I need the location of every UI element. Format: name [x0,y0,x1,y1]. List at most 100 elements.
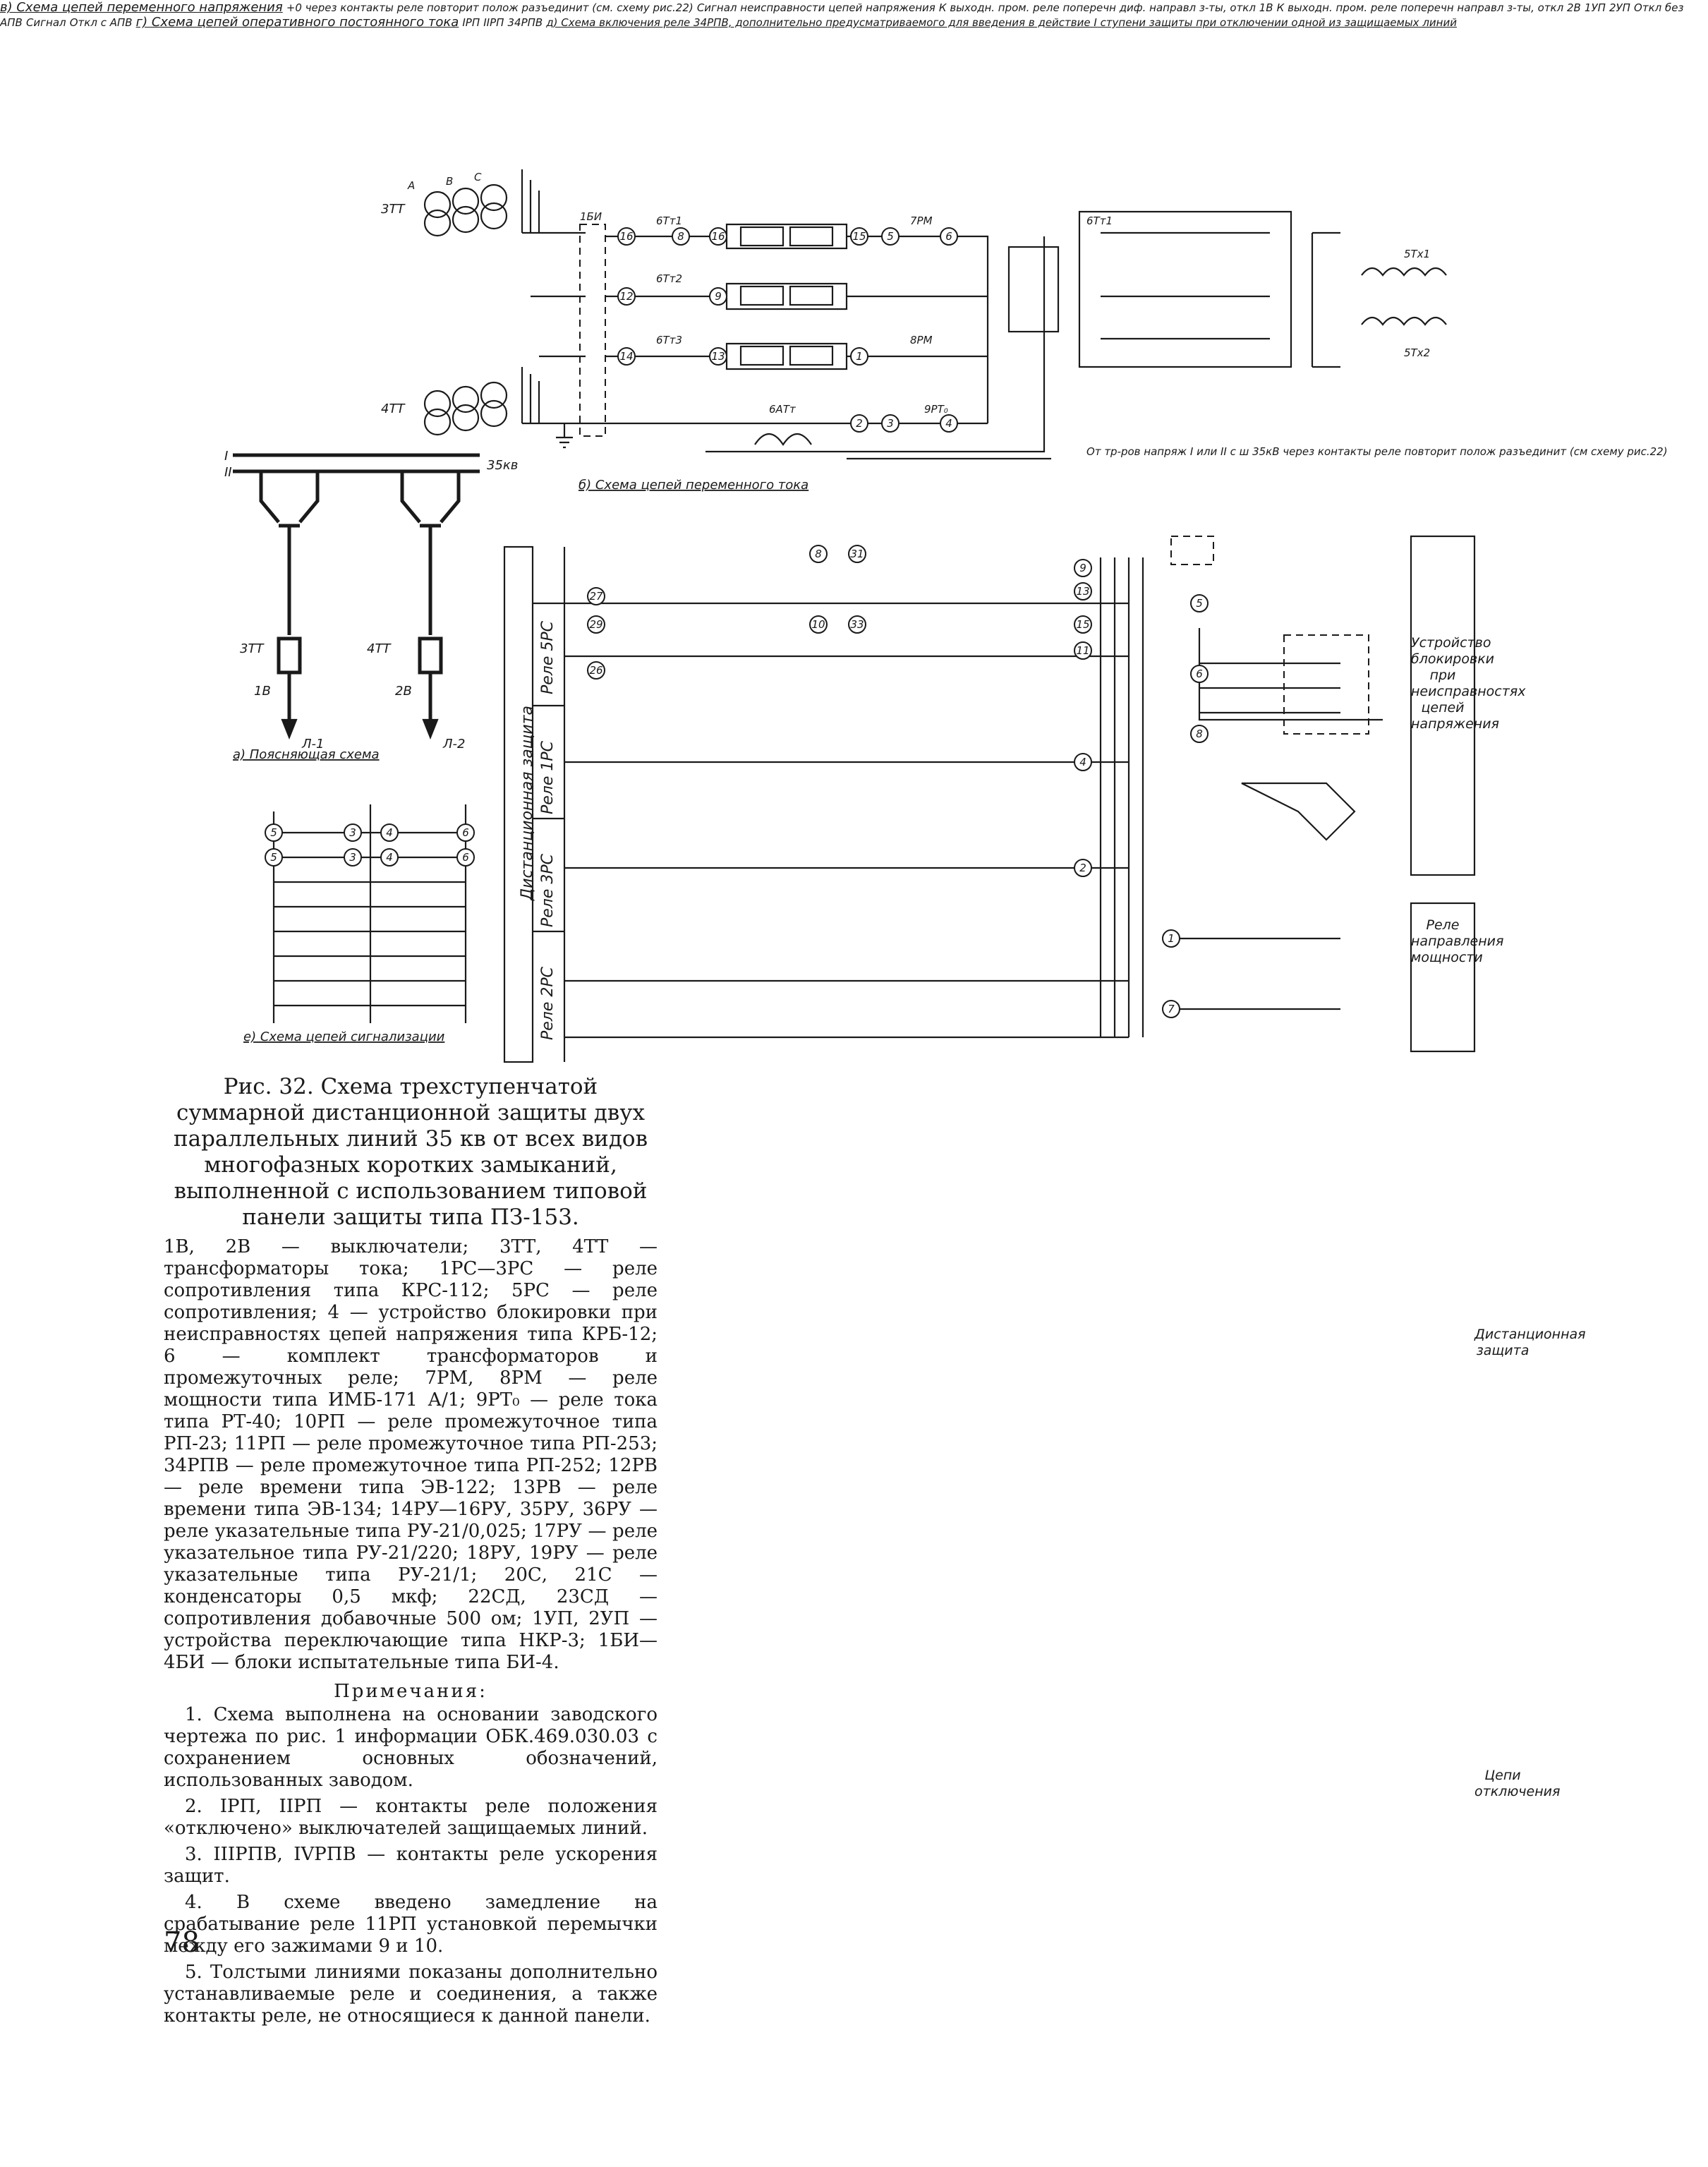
terminal-label: 2 [1079,862,1086,874]
relay-5rs-vlabel: Реле 5РС [539,621,557,695]
ct3-label: 3ТТ [381,202,406,217]
iirp-label: IIРП [483,16,504,29]
terminal-circle [1190,725,1209,743]
terminal-circle [709,287,727,306]
terminal-circle [809,545,828,563]
terminal-circle [881,414,900,433]
terminal-circle [1190,665,1209,683]
terminal-label: 9 [715,290,722,303]
terminal-circle [587,661,605,680]
a-ct3-label: 3ТТ [240,641,265,656]
terminal-label: 8 [677,230,684,243]
dist-prot-box: Дистанционная защита [1474,1327,1586,1358]
terminal-circle [265,848,283,867]
terminal-circle [344,848,362,867]
terminal-circle [587,615,605,634]
page-number: 78 [164,1926,200,1959]
rp34-label: 34РПВ [507,16,543,29]
terminal-label: 13 [711,350,725,363]
phase-c-label: С [474,171,482,183]
phase-a-label: А [407,179,415,192]
tx1-label: 5Тх1 [1404,248,1430,260]
bus2-label: II [224,465,232,480]
caption-e: е) Схема цепей сигнализации [243,1030,445,1044]
terminal-circle [1074,615,1092,634]
distance-protection-vlabel: Дистанционная защита [519,706,536,900]
note-4: 4. В схеме введено замедление на срабаты… [164,1892,658,1957]
legend-text: 1В, 2В — выключатели; 3ТТ, 4ТТ — трансфо… [164,1236,658,1673]
caption-g: г) Схема цепей оперативного постоянного … [135,15,459,30]
voltage-fault-signal-label: Сигнал неисправности цепей напряжения [696,1,935,14]
diagram-b-ac-current: 3ТТ А В С 4ТТ 1БИ 6Тт1 6Тт2 6Тт3 7РМ [381,169,1447,460]
terminal-label: 12 [619,290,633,303]
terminal-circle [617,227,636,246]
terminal-circle [617,287,636,306]
bus1-label: I [224,449,228,464]
ct-3tt: 3ТТ А В С [381,171,508,237]
caption-v: в) Схема цепей переменного напряжения [0,0,283,15]
terminal-circle [1162,929,1180,948]
ct4-label: 4ТТ [381,402,406,416]
caption-d: д) Схема включения реле 34РПВ, дополните… [546,16,1457,29]
irp-label: IРП [462,16,480,29]
up1-label: 1УП [1584,1,1606,14]
terminal-circle [1074,641,1092,660]
terminal-label: 15 [852,230,866,243]
terminal-circle [848,615,866,634]
sw-opt-1: Откл без АПВ [0,1,1684,29]
terminal-circle [380,823,399,842]
ct-4tt: 4ТТ [381,381,508,436]
trip-circuits-box: Цепи отключения [1474,1768,1561,1799]
terminal-circle [881,227,900,246]
note-2: 2. IРП, IIРП — контакты реле положения «… [164,1796,658,1839]
terminal-label: 5 [887,230,894,243]
sw-opt-3: Откл с АПВ [69,16,133,29]
terminal-circle [1190,594,1209,612]
terminal-circle [1074,753,1092,771]
terminal-circle [709,347,727,366]
note-5: 5. Толстыми линиями показаны дополнитель… [164,1962,658,2027]
caption-b: б) Схема цепей переменного тока [579,478,808,493]
trip-out2-label: К выходн. пром. реле поперечн направл з-… [1276,1,1581,14]
bus-voltage-label: 35кв [487,458,518,473]
tt1-label: 6Тт1 [656,215,682,227]
terminal-circle [1162,1000,1180,1018]
terminal-label: 9 [1079,562,1086,574]
terminal-label: 4 [945,417,952,430]
terminal-label: 3 [887,417,894,430]
figure-legend: Рис. 32. Схема трехступенчатой суммарной… [164,1074,658,2032]
terminal-label: 6 [945,230,952,243]
breaker1-label: 1В [254,684,271,699]
terminal-label: 27 [589,590,603,603]
terminal-circle [380,848,399,867]
terminal-label: 33 [850,618,864,631]
terminal-label: 1 [856,350,863,363]
line1-label: Л-1 [301,737,324,751]
test-block-1bi-label: 1БИ [580,210,602,223]
terminal-circle [587,587,605,605]
blocking-device-box: Устройство блокировки при неисправностях… [1411,635,1526,732]
rt9-label: 9РТ₀ [924,403,948,416]
terminal-label: 15 [1076,618,1089,631]
diagram-d-34rpv: IРП IIРП 34РПВ [462,16,546,29]
terminal-label: 4 [386,851,393,864]
diagram-a-explanatory: I II 35кв 3ТТ 4ТТ 1В 2В Л-1 Л-2 [224,449,518,751]
terminal-label: 3 [349,851,356,864]
terminal-label: 14 [619,350,633,363]
up2-label: 2УП [1609,1,1630,14]
terminal-label: 6 [462,851,469,864]
relay-1rs-vlabel: Реле 1РС [539,741,557,815]
terminal-circle [850,227,868,246]
tt1b-label: 6Тт1 [1086,215,1113,227]
tx2-label: 5Тх2 [1404,346,1430,359]
terminal-circle [940,227,958,246]
at6-label: 6АТт [769,403,797,416]
line2-label: Л-2 [442,737,465,751]
terminal-label: 16 [619,230,633,243]
terminal-circle [265,823,283,842]
